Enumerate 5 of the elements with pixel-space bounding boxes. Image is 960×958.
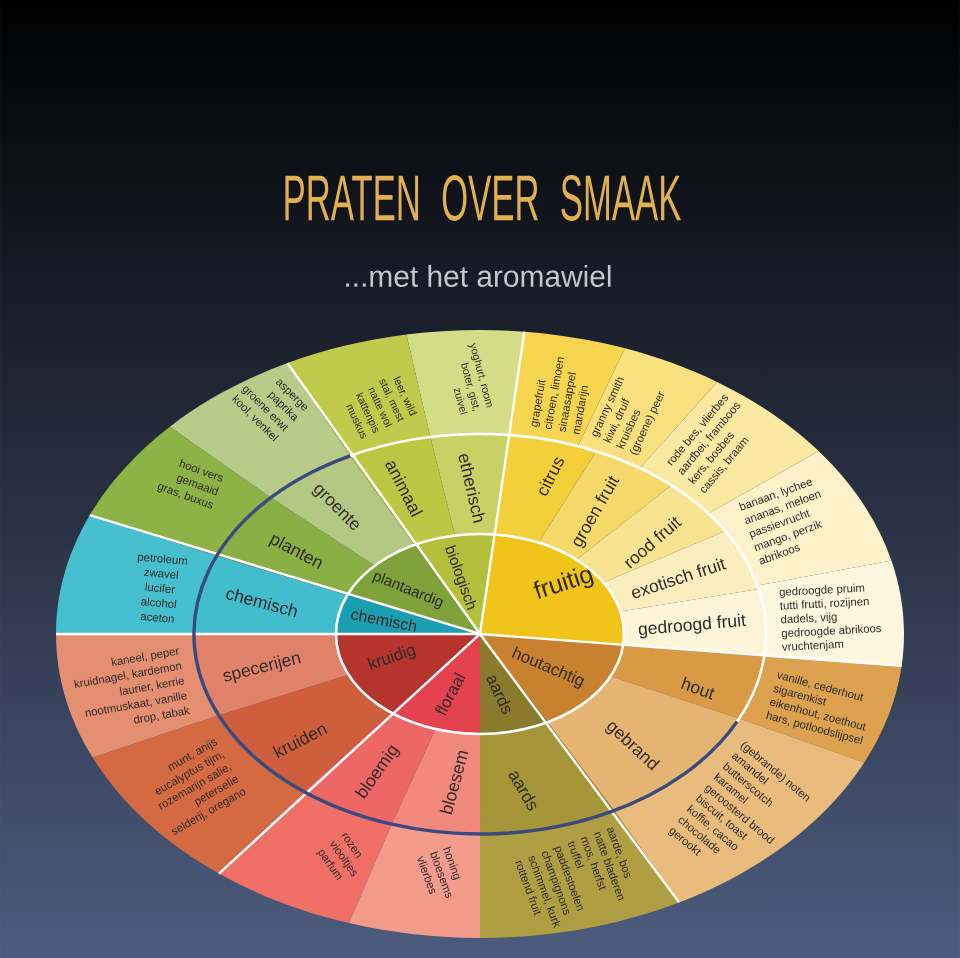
ring-segment: hout bbox=[610, 644, 765, 719]
ring-segment: specerijen bbox=[194, 633, 349, 716]
ring-segment: etherisch bbox=[430, 434, 510, 536]
title: PRATEN OVER SMAAK bbox=[285, 175, 681, 221]
subtitle: ...met het aromawiel bbox=[346, 265, 611, 287]
